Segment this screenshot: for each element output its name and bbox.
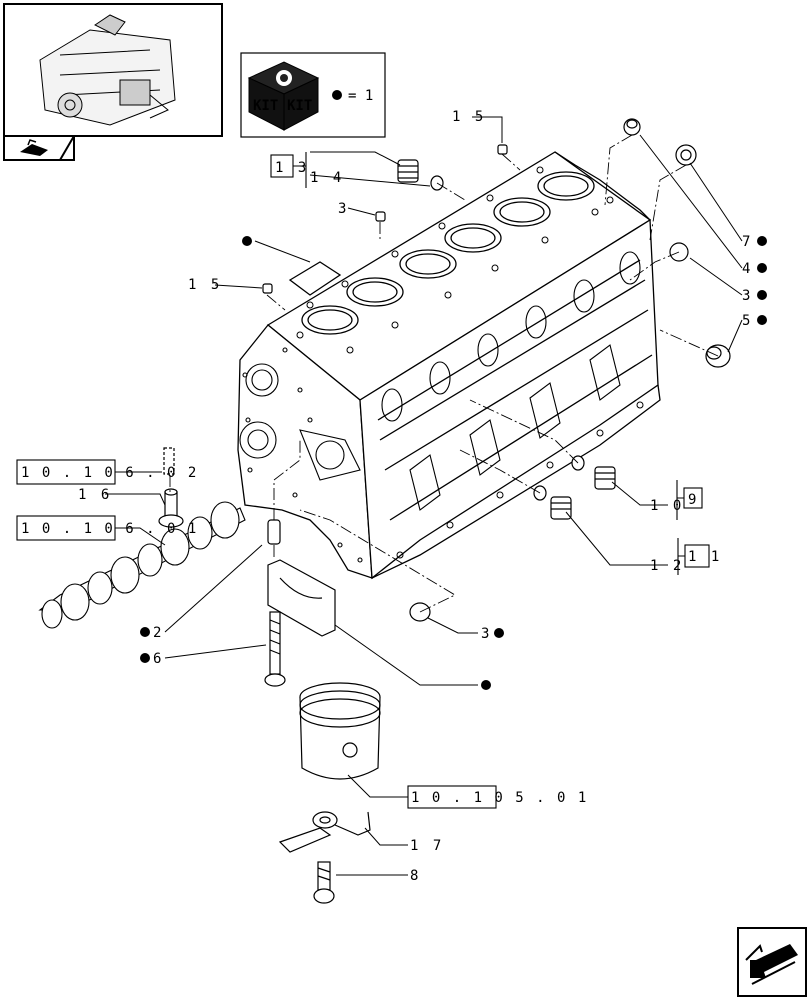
callout-labels: 1 5 1 4 1 3 3 1 5 7 4 3 5 1 0 9 1 2 1 1 …: [78, 109, 753, 884]
bullet-markers: [140, 236, 767, 690]
callout-3-top: 3: [338, 201, 349, 217]
callout-11: 1 1: [688, 549, 722, 565]
callout-13: 1 3: [275, 160, 309, 176]
callout-15-left: 1 5: [188, 277, 222, 293]
parts: [38, 118, 731, 904]
kit-equals-text: = 1: [348, 88, 373, 104]
piston: [299, 682, 381, 780]
plug-10: [594, 466, 616, 490]
screw-6: [264, 611, 286, 687]
callout-12: 1 2: [650, 558, 684, 574]
kit-legend: KIT KIT = 1: [240, 52, 386, 138]
callout-10: 1 0: [650, 498, 684, 514]
ref-10-106-02[interactable]: 1 0 . 1 0 6 . 0 2: [21, 465, 198, 481]
callout-9: 9: [688, 492, 699, 508]
reference-labels[interactable]: 1 0 . 1 0 6 . 0 2 1 0 . 1 0 6 . 0 1 1 0 …: [21, 465, 588, 806]
reference-boxes[interactable]: [16, 459, 497, 809]
callout-7: 7: [742, 234, 753, 250]
camshaft: [38, 501, 246, 629]
callout-6: 6: [153, 651, 164, 667]
return-arrow-icon: [20, 139, 48, 156]
bracket-boxes: [270, 152, 710, 575]
plug-13: [397, 159, 419, 183]
bushing-2: [267, 519, 281, 545]
next-page-arrow-icon[interactable]: [737, 927, 807, 997]
cup-plug-7: [623, 118, 641, 136]
engine-thumbnail[interactable]: [3, 3, 223, 161]
kit-label-left: KIT: [253, 98, 278, 114]
bullet-marker: [332, 90, 342, 100]
plug-12: [550, 496, 572, 520]
callout-3-right: 3: [742, 288, 753, 304]
dowel-pin-15-left: [262, 283, 273, 294]
ref-box-10-106-02: [16, 459, 116, 485]
callout-5: 5: [742, 313, 753, 329]
screw-16: [158, 488, 184, 528]
main-bearing-cap: [267, 559, 336, 637]
screw-8: [313, 861, 335, 904]
engine-block: [237, 151, 661, 580]
kit-box-icon: KIT KIT: [247, 61, 320, 131]
callout-14: 1 4: [310, 170, 344, 186]
callout-17: 1 7: [410, 838, 444, 854]
callout-2: 2: [153, 625, 164, 641]
ref-10-105-01[interactable]: 1 0 . 1 0 5 . 0 1: [411, 790, 588, 806]
ref-10-106-01[interactable]: 1 0 . 1 0 6 . 0 1: [21, 521, 198, 537]
callout-4: 4: [742, 261, 753, 277]
callout-15-top: 1 5: [452, 109, 486, 125]
kit-label-right: KIT: [287, 98, 312, 114]
alignment-lines: [169, 134, 719, 613]
callout-16: 1 6: [78, 487, 112, 503]
callout-8: 8: [410, 868, 421, 884]
ref-box-10-106-01: [16, 515, 116, 541]
engine-thumbnail-icon: [39, 14, 176, 126]
cup-plug-4: [675, 144, 697, 166]
leader-lines: [105, 116, 743, 876]
callout-3-bottom: 3: [481, 626, 492, 642]
dowel-pin-15-top: [497, 144, 508, 155]
dowel-pin-3-top: [375, 211, 386, 222]
oil-nozzle-17: [278, 811, 371, 853]
dashed-pin: [163, 447, 175, 475]
ref-box-10-105-01: [407, 785, 497, 809]
